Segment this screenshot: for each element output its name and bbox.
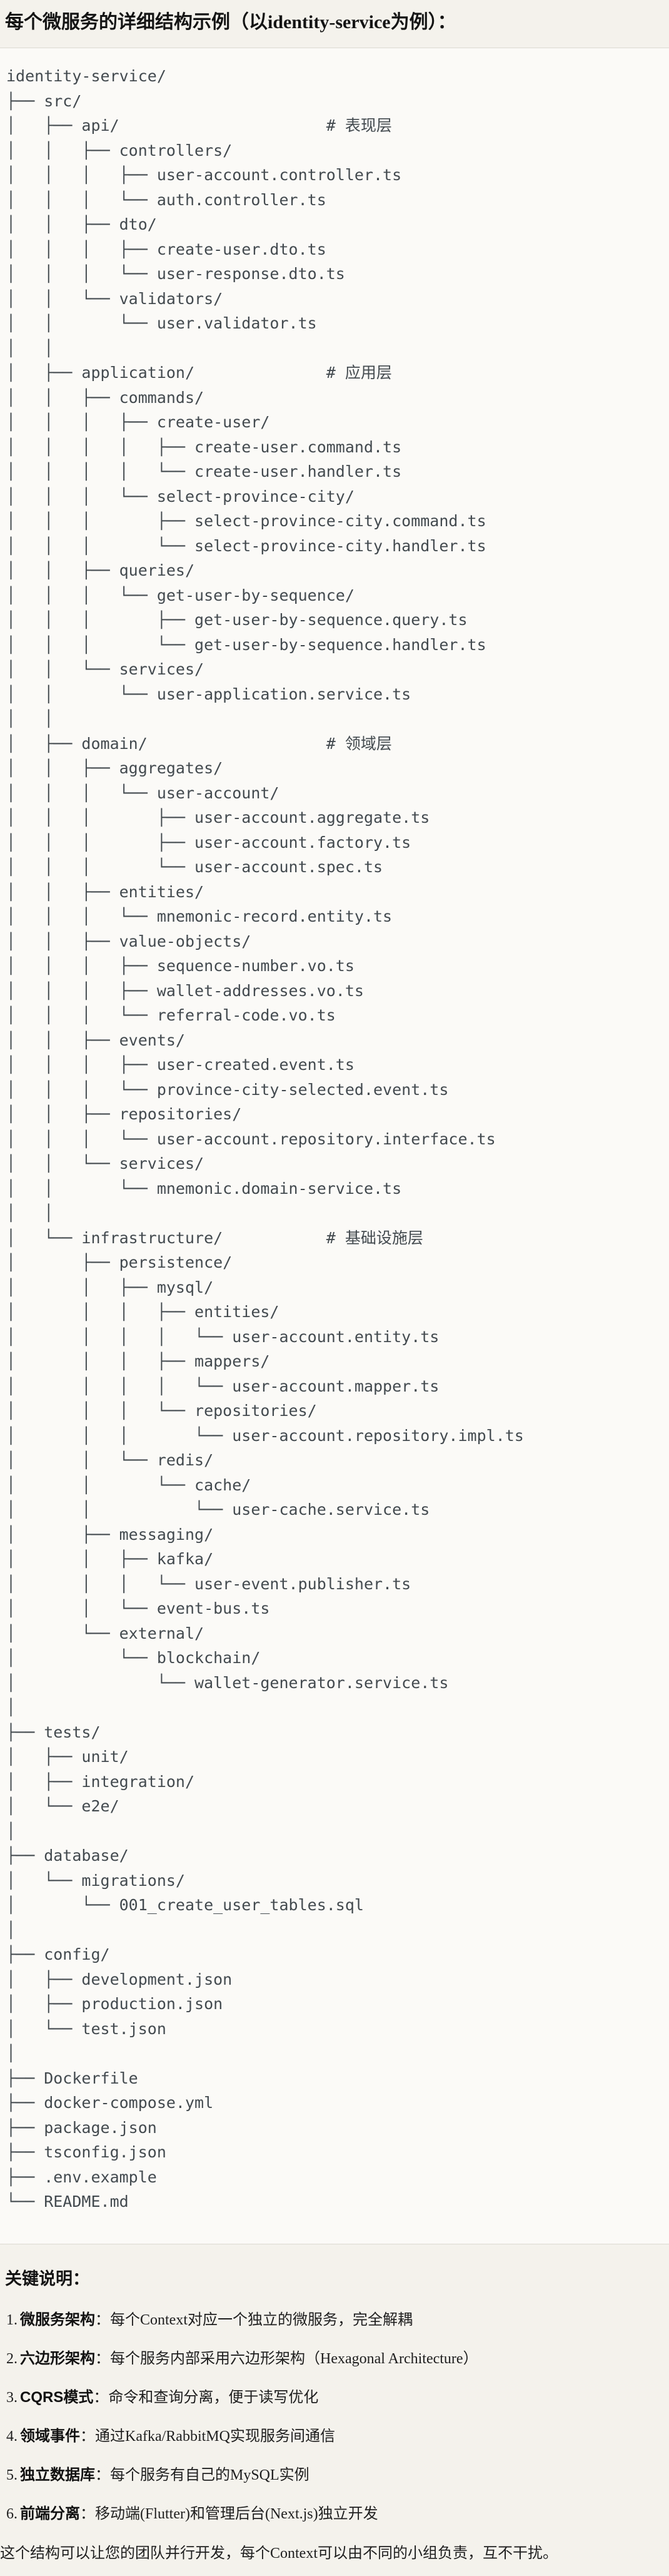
- note-text: 通过Kafka/RabbitMQ实现服务间通信: [95, 2428, 335, 2445]
- note-separator: ：: [80, 2428, 95, 2445]
- note-number: 4.: [6, 2428, 18, 2445]
- note-separator: ：: [95, 2311, 110, 2328]
- directory-tree: identity-service/ ├── src/ │ ├── api/ # …: [6, 67, 524, 2211]
- note-number: 3.: [6, 2389, 18, 2406]
- note-label: 微服务架构: [20, 2311, 95, 2328]
- note-separator: ：: [93, 2389, 109, 2406]
- notes-heading: 关键说明：: [5, 2269, 89, 2288]
- note-item-frontend: 6.前端分离：移动端(Flutter)和管理后台(Next.js)独立开发: [0, 2505, 669, 2523]
- note-text: 每个服务内部采用六边形架构（Hexagonal Architecture）: [110, 2350, 478, 2367]
- page-title: 每个微服务的详细结构示例（以identity-service为例）：: [5, 12, 456, 33]
- closing-paragraph: 这个结构可以让您的团队并行开发，每个Context可以由不同的小组负责，互不干扰…: [0, 2545, 558, 2562]
- note-label: 独立数据库: [20, 2466, 95, 2483]
- note-text: 移动端(Flutter)和管理后台(Next.js)独立开发: [95, 2505, 378, 2522]
- note-separator: ：: [95, 2467, 110, 2483]
- note-number: 5.: [6, 2467, 18, 2483]
- note-item-database: 5.独立数据库：每个服务有自己的MySQL实例: [0, 2466, 669, 2485]
- notes-section: 关键说明： 1.微服务架构：每个Context对应一个独立的微服务，完全解耦 2…: [0, 2269, 669, 2563]
- note-label: 前端分离: [20, 2505, 80, 2522]
- note-text: 每个Context对应一个独立的微服务，完全解耦: [110, 2311, 413, 2328]
- note-label: 领域事件: [20, 2427, 80, 2445]
- note-item-hexagonal: 2.六边形架构：每个服务内部采用六边形架构（Hexagonal Architec…: [0, 2349, 669, 2368]
- note-separator: ：: [80, 2505, 95, 2522]
- note-number: 1.: [6, 2311, 18, 2328]
- note-label: CQRS模式: [20, 2388, 94, 2406]
- note-item-domain-events: 4.领域事件：通过Kafka/RabbitMQ实现服务间通信: [0, 2427, 669, 2446]
- note-separator: ：: [95, 2350, 110, 2367]
- note-number: 2.: [6, 2350, 18, 2367]
- note-label: 六边形架构: [20, 2349, 95, 2367]
- note-text: 命令和查询分离，便于读写优化: [108, 2389, 319, 2406]
- note-item-microservice: 1.微服务架构：每个Context对应一个独立的微服务，完全解耦: [0, 2311, 669, 2329]
- note-number: 6.: [6, 2505, 18, 2522]
- note-item-cqrs: 3.CQRS模式：命令和查询分离，便于读写优化: [0, 2388, 669, 2407]
- note-text: 每个服务有自己的MySQL实例: [110, 2467, 309, 2483]
- code-block: identity-service/ ├── src/ │ ├── api/ # …: [0, 48, 669, 2244]
